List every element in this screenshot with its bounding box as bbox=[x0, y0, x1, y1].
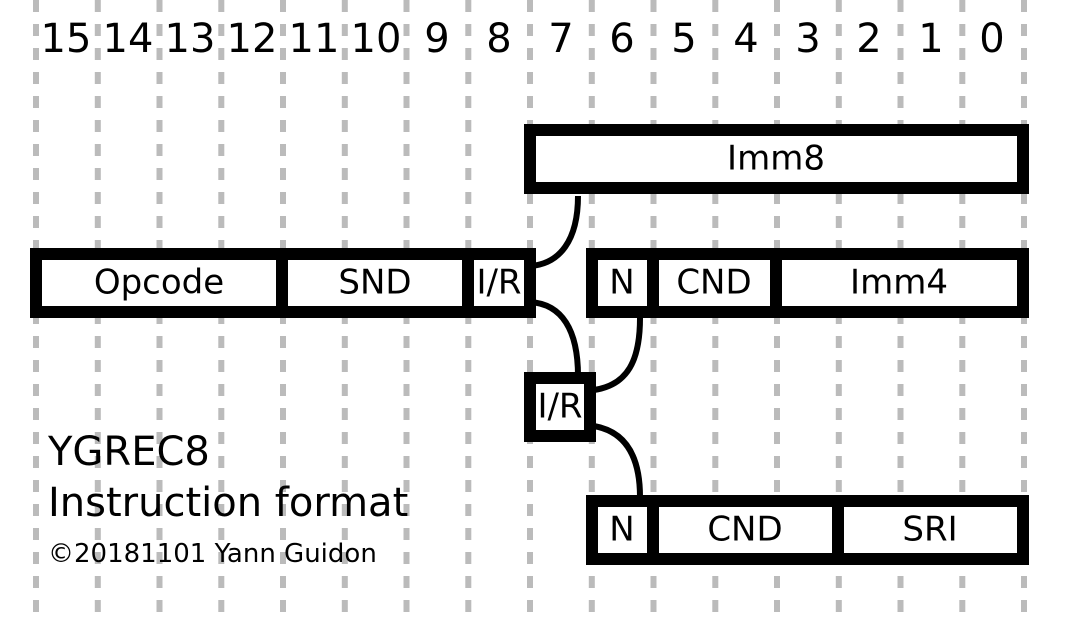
bit-number-0: 0 bbox=[979, 16, 1004, 62]
bit-number-12: 12 bbox=[227, 16, 278, 62]
connector-imm8-to-ir bbox=[529, 195, 581, 269]
field-cnd-label: CND bbox=[676, 263, 751, 303]
connector-curves bbox=[529, 195, 643, 498]
bit-number-8: 8 bbox=[486, 16, 511, 62]
field-imm8-label: Imm8 bbox=[727, 139, 825, 179]
field-imm4-label: Imm4 bbox=[850, 263, 948, 303]
title-line-2: Instruction format bbox=[48, 480, 408, 526]
bit-number-7: 7 bbox=[548, 16, 573, 62]
format-selector: I/R bbox=[524, 372, 596, 442]
bit-number-9: 9 bbox=[424, 16, 449, 62]
bit-number-3: 3 bbox=[795, 16, 820, 62]
bit-number-2: 2 bbox=[856, 16, 881, 62]
connector-n-to-selector bbox=[593, 317, 643, 393]
field-snd-label: SND bbox=[338, 263, 411, 303]
bit-number-1: 1 bbox=[918, 16, 943, 62]
format-main: Opcode SND I/R N CND Imm4 bbox=[30, 248, 1029, 318]
field-imm8-box bbox=[524, 124, 1029, 194]
field-opcode-label: Opcode bbox=[94, 263, 224, 303]
bit-number-15: 15 bbox=[41, 16, 92, 62]
field-n-label: N bbox=[609, 263, 634, 303]
selector-ir-label: I/R bbox=[537, 387, 582, 427]
connector-selector-to-sri bbox=[593, 423, 643, 498]
bit-number-10: 10 bbox=[351, 16, 402, 62]
title-line-1: YGREC8 bbox=[47, 429, 210, 475]
connector-ir-to-selector bbox=[529, 299, 581, 377]
title-block: YGREC8 Instruction format ©20181101 Yann… bbox=[47, 429, 408, 569]
selector-ir-box bbox=[524, 372, 596, 442]
bit-number-13: 13 bbox=[165, 16, 216, 62]
field-sri-label: SRI bbox=[902, 510, 957, 550]
bit-number-5: 5 bbox=[671, 16, 696, 62]
field-sri-n-label: N bbox=[609, 510, 634, 550]
format-sri: N CND SRI bbox=[586, 495, 1029, 565]
credit-line: ©20181101 Yann Guidon bbox=[48, 539, 377, 569]
field-ir-label: I/R bbox=[476, 263, 521, 303]
imm4-format-box bbox=[586, 248, 1029, 318]
bit-number-header: 15 14 13 12 11 10 9 8 7 6 5 4 3 2 1 0 bbox=[41, 16, 1005, 62]
bit-number-14: 14 bbox=[103, 16, 154, 62]
field-sri-cnd-label: CND bbox=[707, 510, 782, 550]
sri-format-box bbox=[586, 495, 1029, 565]
format-imm8: Imm8 bbox=[524, 124, 1029, 194]
bit-number-11: 11 bbox=[289, 16, 340, 62]
bit-number-4: 4 bbox=[733, 16, 758, 62]
bit-number-6: 6 bbox=[609, 16, 634, 62]
